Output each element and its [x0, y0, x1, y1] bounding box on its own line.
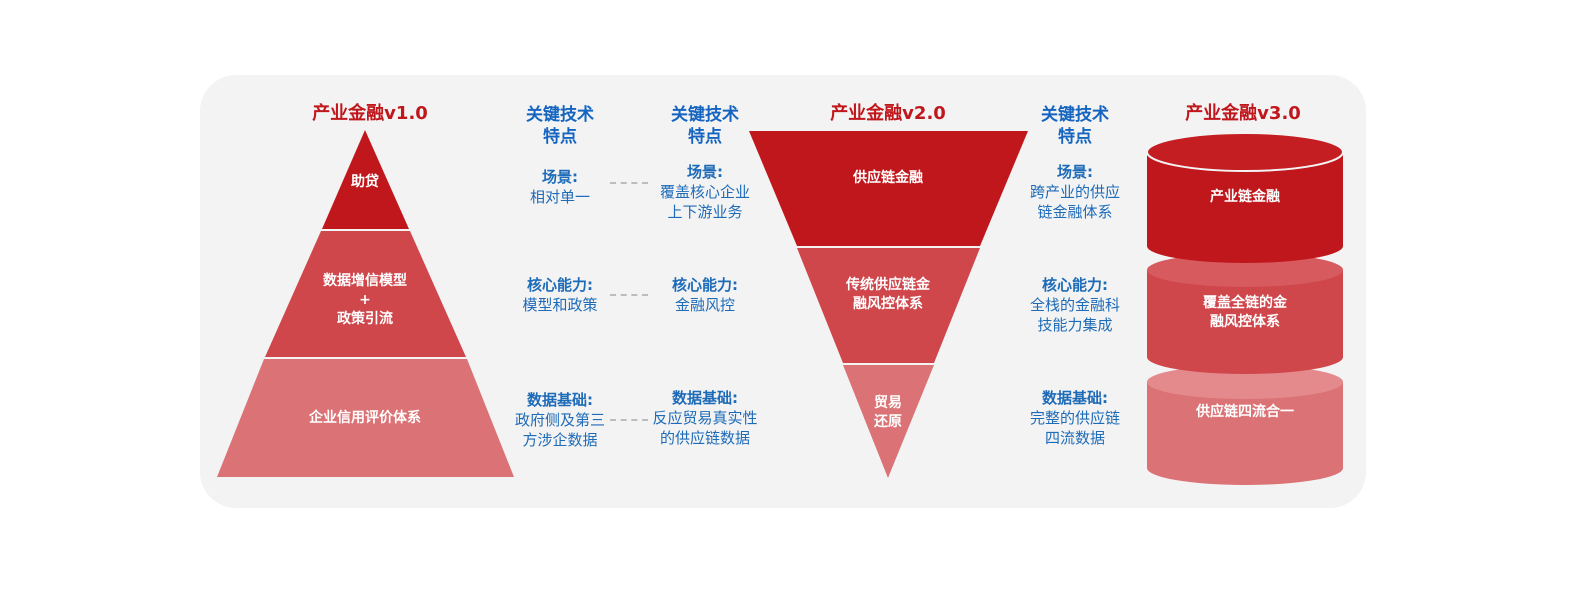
connector-scene	[610, 182, 648, 184]
col3-capability: 核心能力: 全栈的金融科 技能力集成	[1005, 275, 1145, 335]
pyramid-middle-label-2: 政策引流	[337, 311, 393, 327]
col3-scene: 场景: 跨产业的供应 链金融体系	[1005, 162, 1145, 222]
col1-data: 数据基础: 政府侧及第三 方涉企数据	[490, 390, 630, 450]
col3-scene-key: 场景:	[1057, 163, 1093, 181]
pyramid-middle-label-1: 数据增信模型	[323, 273, 407, 289]
col1-heading-2: 特点	[543, 127, 577, 147]
funnel-top-layer	[749, 131, 1028, 246]
col2-heading-1: 关键技术	[671, 105, 739, 125]
col1-data-value-1: 政府侧及第三	[514, 411, 605, 429]
col1-heading-1: 关键技术	[526, 105, 594, 125]
col2-scene-value-1: 覆盖核心企业	[659, 183, 750, 201]
col3-capability-value-1: 全栈的金融科	[1029, 296, 1120, 314]
col3-data-value-2: 四流数据	[1044, 429, 1105, 447]
col1-capability-value: 模型和政策	[522, 296, 598, 314]
funnel-bottom-label-2: 还原	[874, 414, 902, 430]
col3-heading-1: 关键技术	[1041, 105, 1109, 125]
funnel-middle-label-1: 传统供应链金	[846, 277, 930, 293]
v3-title: 产业金融v3.0	[1185, 103, 1301, 124]
pyramid-middle-plus: +	[359, 292, 371, 308]
cylinder-top-layer	[1146, 132, 1344, 263]
col1-scene: 场景: 相对单一	[490, 167, 630, 207]
col2-capability: 核心能力: 金融风控	[635, 275, 775, 315]
col2-scene-value-2: 上下游业务	[667, 203, 743, 221]
funnel-bottom-label-1: 贸易	[874, 395, 902, 411]
v2-title: 产业金融v2.0	[830, 103, 946, 124]
col2-data: 数据基础: 反应贸易真实性 的供应链数据	[635, 388, 775, 448]
col1-data-key: 数据基础:	[527, 391, 593, 409]
col3-heading-2: 特点	[1058, 127, 1092, 147]
col1-capability: 核心能力: 模型和政策	[490, 275, 630, 315]
cylinder-bottom-layer	[1147, 365, 1343, 485]
col3-scene-value-1: 跨产业的供应	[1029, 183, 1120, 201]
col1-scene-value: 相对单一	[529, 188, 590, 206]
col2-scene-key: 场景:	[687, 163, 723, 181]
col2-data-value-1: 反应贸易真实性	[652, 409, 758, 427]
col3-data-value-1: 完整的供应链	[1029, 409, 1120, 427]
col3-scene-value-2: 链金融体系	[1037, 203, 1113, 221]
col2-data-key: 数据基础:	[672, 389, 738, 407]
cylinder-top-label: 产业链金融	[1210, 189, 1280, 205]
col2-capability-key: 核心能力:	[672, 276, 738, 294]
v1-title: 产业金融v1.0	[312, 103, 428, 124]
col2-data-value-2: 的供应链数据	[659, 429, 750, 447]
col1-capability-key: 核心能力:	[527, 276, 593, 294]
pyramid-top-label: 助贷	[351, 174, 379, 190]
col1-scene-key: 场景:	[542, 168, 578, 186]
cylinder-bottom-label: 供应链四流合一	[1196, 404, 1294, 420]
cylinder-middle-layer	[1147, 253, 1343, 374]
col3-capability-value-2: 技能力集成	[1037, 316, 1113, 334]
cylinder-middle-label-1: 覆盖全链的金	[1203, 295, 1287, 311]
col1-data-value-2: 方涉企数据	[522, 431, 598, 449]
pyramid-bottom-layer	[217, 359, 514, 477]
col2-capability-value: 金融风控	[674, 296, 735, 314]
connector-data	[610, 419, 648, 421]
funnel-top-label: 供应链金融	[853, 170, 923, 186]
funnel-bottom-layer	[843, 365, 934, 478]
col3-data: 数据基础: 完整的供应链 四流数据	[1005, 388, 1145, 448]
col3-data-key: 数据基础:	[1042, 389, 1108, 407]
col2-heading-2: 特点	[688, 127, 722, 147]
col3-capability-key: 核心能力:	[1042, 276, 1108, 294]
pyramid-bottom-label: 企业信用评价体系	[309, 410, 421, 426]
pyramid-middle-layer	[265, 231, 466, 357]
pyramid-top-layer	[322, 130, 409, 229]
funnel-middle-layer	[797, 248, 980, 363]
col2-scene: 场景: 覆盖核心企业 上下游业务	[635, 162, 775, 222]
connector-capability	[610, 294, 648, 296]
cylinder-middle-label-2: 融风控体系	[1210, 314, 1280, 330]
funnel-middle-label-2: 融风控体系	[853, 296, 923, 312]
